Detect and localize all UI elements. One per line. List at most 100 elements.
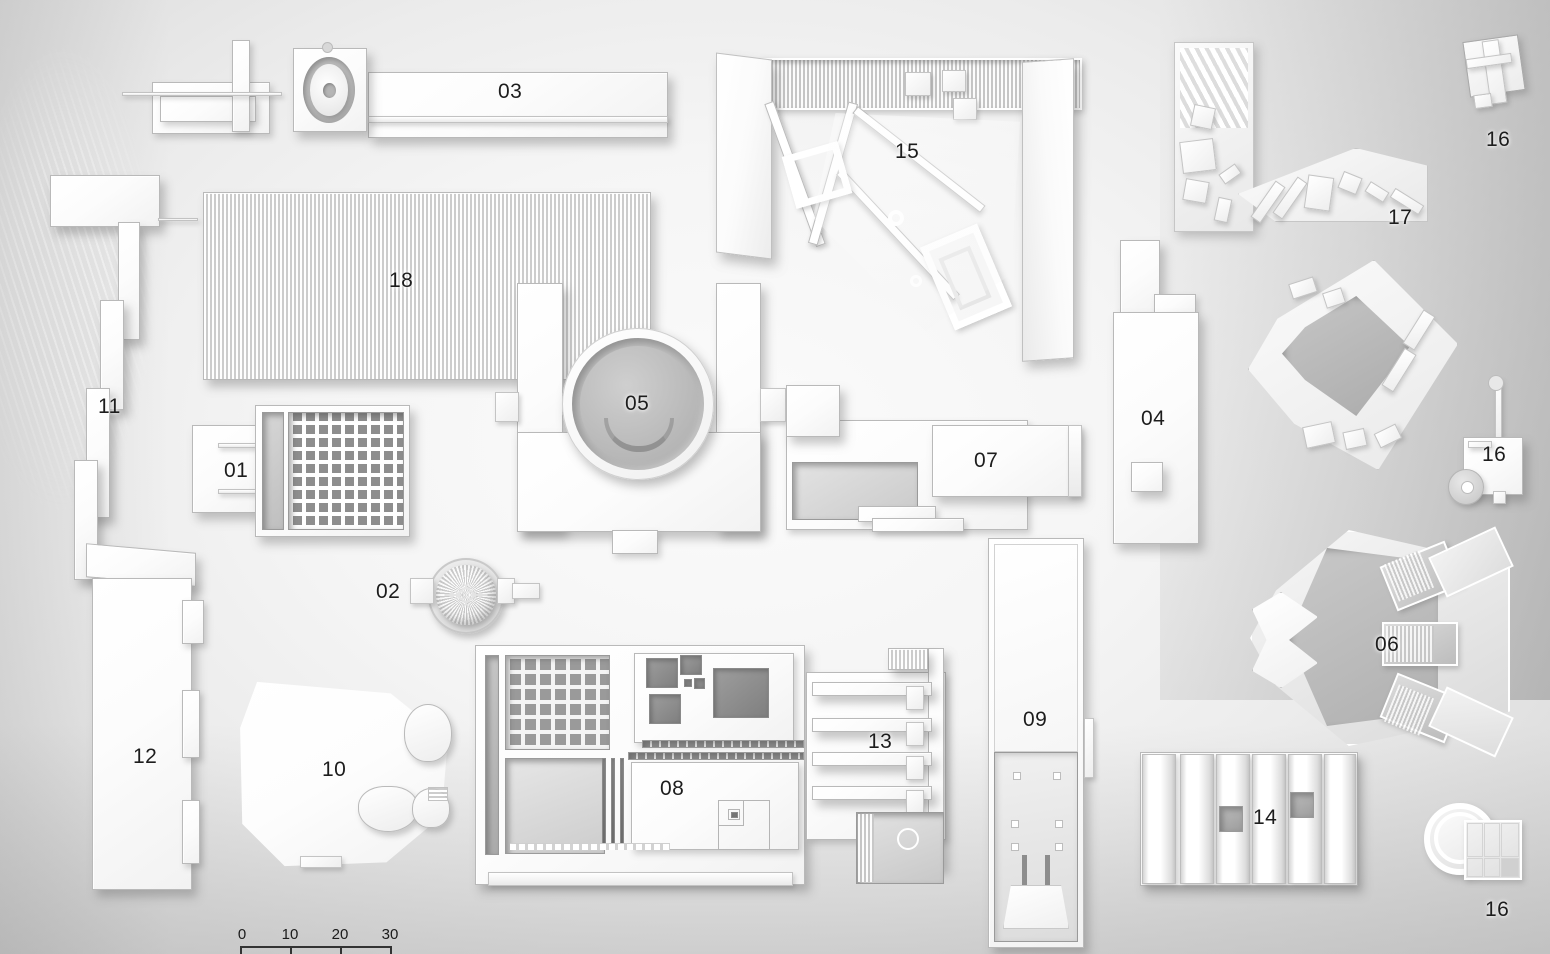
building-04-main xyxy=(1113,312,1199,544)
building-18-roof xyxy=(203,192,651,380)
pavilion-16-br-cell-3 xyxy=(1501,823,1519,857)
building-09-ramp-walls xyxy=(1022,855,1050,889)
building-08-spine-3 xyxy=(620,758,624,846)
site-15-circle-a xyxy=(888,210,904,226)
building-09-apron xyxy=(1003,885,1069,929)
site-15-circle-b xyxy=(910,275,922,287)
building-13-court-4 xyxy=(906,790,924,814)
building-08-spiral-b xyxy=(718,800,744,826)
site-17-frag-s1 xyxy=(1288,276,1318,300)
building-02-label: 02 xyxy=(376,580,401,603)
building-14-label: 14 xyxy=(1253,806,1278,829)
building-10-pod-ne xyxy=(404,704,452,762)
building-08-ct-d xyxy=(649,694,681,724)
building-08-base-plinth xyxy=(488,872,793,886)
building-01-label: 01 xyxy=(224,459,249,482)
site-15-wall-n-win-1 xyxy=(905,72,931,96)
building-08-label: 08 xyxy=(660,777,685,800)
site-17-frag-n2 xyxy=(1179,138,1217,174)
building-13-label: 13 xyxy=(868,730,893,753)
site-15-label: 15 xyxy=(895,140,920,163)
pavilion-16-mr-ledge xyxy=(1468,441,1492,448)
building-06-label: 06 xyxy=(1375,633,1400,656)
pavilion-16-tr-label: 16 xyxy=(1486,128,1511,151)
site-17-label: 17 xyxy=(1388,206,1413,229)
building-11-label: 11 xyxy=(98,395,121,418)
graphic-scale-bar: 0 10 20 30 xyxy=(237,926,398,954)
building-08-colgrid xyxy=(505,655,610,750)
building-03-bar-ledge xyxy=(368,116,668,123)
building-09-col-5 xyxy=(1011,843,1019,851)
building-11-head xyxy=(50,175,160,227)
building-13-wing-3 xyxy=(812,752,932,766)
building-04-label: 04 xyxy=(1141,407,1166,430)
scale-tick-0 xyxy=(240,946,242,954)
building-01-louver-grid xyxy=(288,412,404,530)
site-17-frag-s5 xyxy=(1302,421,1336,449)
building-08-ct-b xyxy=(680,655,702,675)
building-14-vault-5 xyxy=(1288,754,1322,884)
scale-baseline xyxy=(240,946,392,948)
pavilion-16-mr-mast-cap xyxy=(1488,375,1504,391)
building-04-stub xyxy=(1120,240,1160,318)
building-10-label: 10 xyxy=(322,758,347,781)
scale-tick-20 xyxy=(340,946,342,954)
site-15-wall-east xyxy=(1022,58,1074,362)
building-08-ct-f xyxy=(694,678,705,689)
building-09-roof xyxy=(994,544,1078,752)
building-09-col-3 xyxy=(1011,820,1019,828)
building-02-connector-east-2 xyxy=(512,583,540,599)
scale-label-20: 20 xyxy=(331,926,349,943)
building-08-west-strip xyxy=(485,655,499,855)
building-03-label: 03 xyxy=(498,80,523,103)
building-05-south-entry xyxy=(612,530,658,554)
building-13-wing-1 xyxy=(812,682,932,696)
building-11-spur xyxy=(158,218,198,221)
building-08-ct-e xyxy=(684,679,692,687)
building-10-base-tab xyxy=(300,856,342,868)
building-13-wing-4 xyxy=(812,786,932,800)
building-12-annex-top xyxy=(182,600,204,644)
building-12-main xyxy=(92,578,192,890)
building-02-dome[interactable] xyxy=(436,565,496,625)
building-08-sw-court xyxy=(505,758,605,854)
pavilion-16-br-cell-5 xyxy=(1484,858,1500,877)
building-14-vault-6 xyxy=(1324,754,1356,884)
building-08-se-room xyxy=(631,762,799,850)
building-12-label: 12 xyxy=(133,745,158,768)
building-09-col-1 xyxy=(1013,772,1021,780)
building-13-court-3 xyxy=(906,756,924,780)
building-08-band-bot xyxy=(628,752,804,760)
building-06-bay-mid-fins xyxy=(1386,626,1434,662)
building-08-spine-2 xyxy=(611,758,615,846)
building-13-wing-2 xyxy=(812,718,932,732)
site-15-wall-west xyxy=(716,52,772,260)
pavilion-16-br-label: 16 xyxy=(1485,898,1510,921)
building-04-annex xyxy=(1131,462,1163,492)
building-14-vault-1 xyxy=(1142,754,1176,884)
scale-label-0: 0 xyxy=(237,926,247,943)
building-07-north-blk xyxy=(786,385,840,437)
scale-tick-30 xyxy=(390,946,392,954)
site-17-frag-d3 xyxy=(1303,174,1335,212)
building-14-court-2 xyxy=(1290,792,1314,818)
building-07-edge xyxy=(1068,425,1082,497)
building-03-fin xyxy=(232,40,250,132)
building-09-label: 09 xyxy=(1023,708,1048,731)
building-03-bar xyxy=(368,72,668,138)
building-08-south-dash xyxy=(510,843,670,850)
building-13-court-1 xyxy=(906,686,924,710)
building-08-spine-1 xyxy=(602,758,606,846)
building-03-spine xyxy=(122,92,282,96)
building-07-south-step-b xyxy=(872,518,964,532)
building-05-east-link xyxy=(760,388,786,422)
site-15-wall-n-win-3 xyxy=(953,98,977,120)
building-12-annex-bot xyxy=(182,800,200,864)
building-09-col-6 xyxy=(1055,843,1063,851)
pavilion-16-br-cell-4 xyxy=(1467,858,1483,877)
building-08-ct-a xyxy=(646,658,678,688)
building-08-spiral-c xyxy=(728,809,740,820)
building-14-vault-4 xyxy=(1252,754,1286,884)
building-13-north-cap xyxy=(888,648,928,670)
